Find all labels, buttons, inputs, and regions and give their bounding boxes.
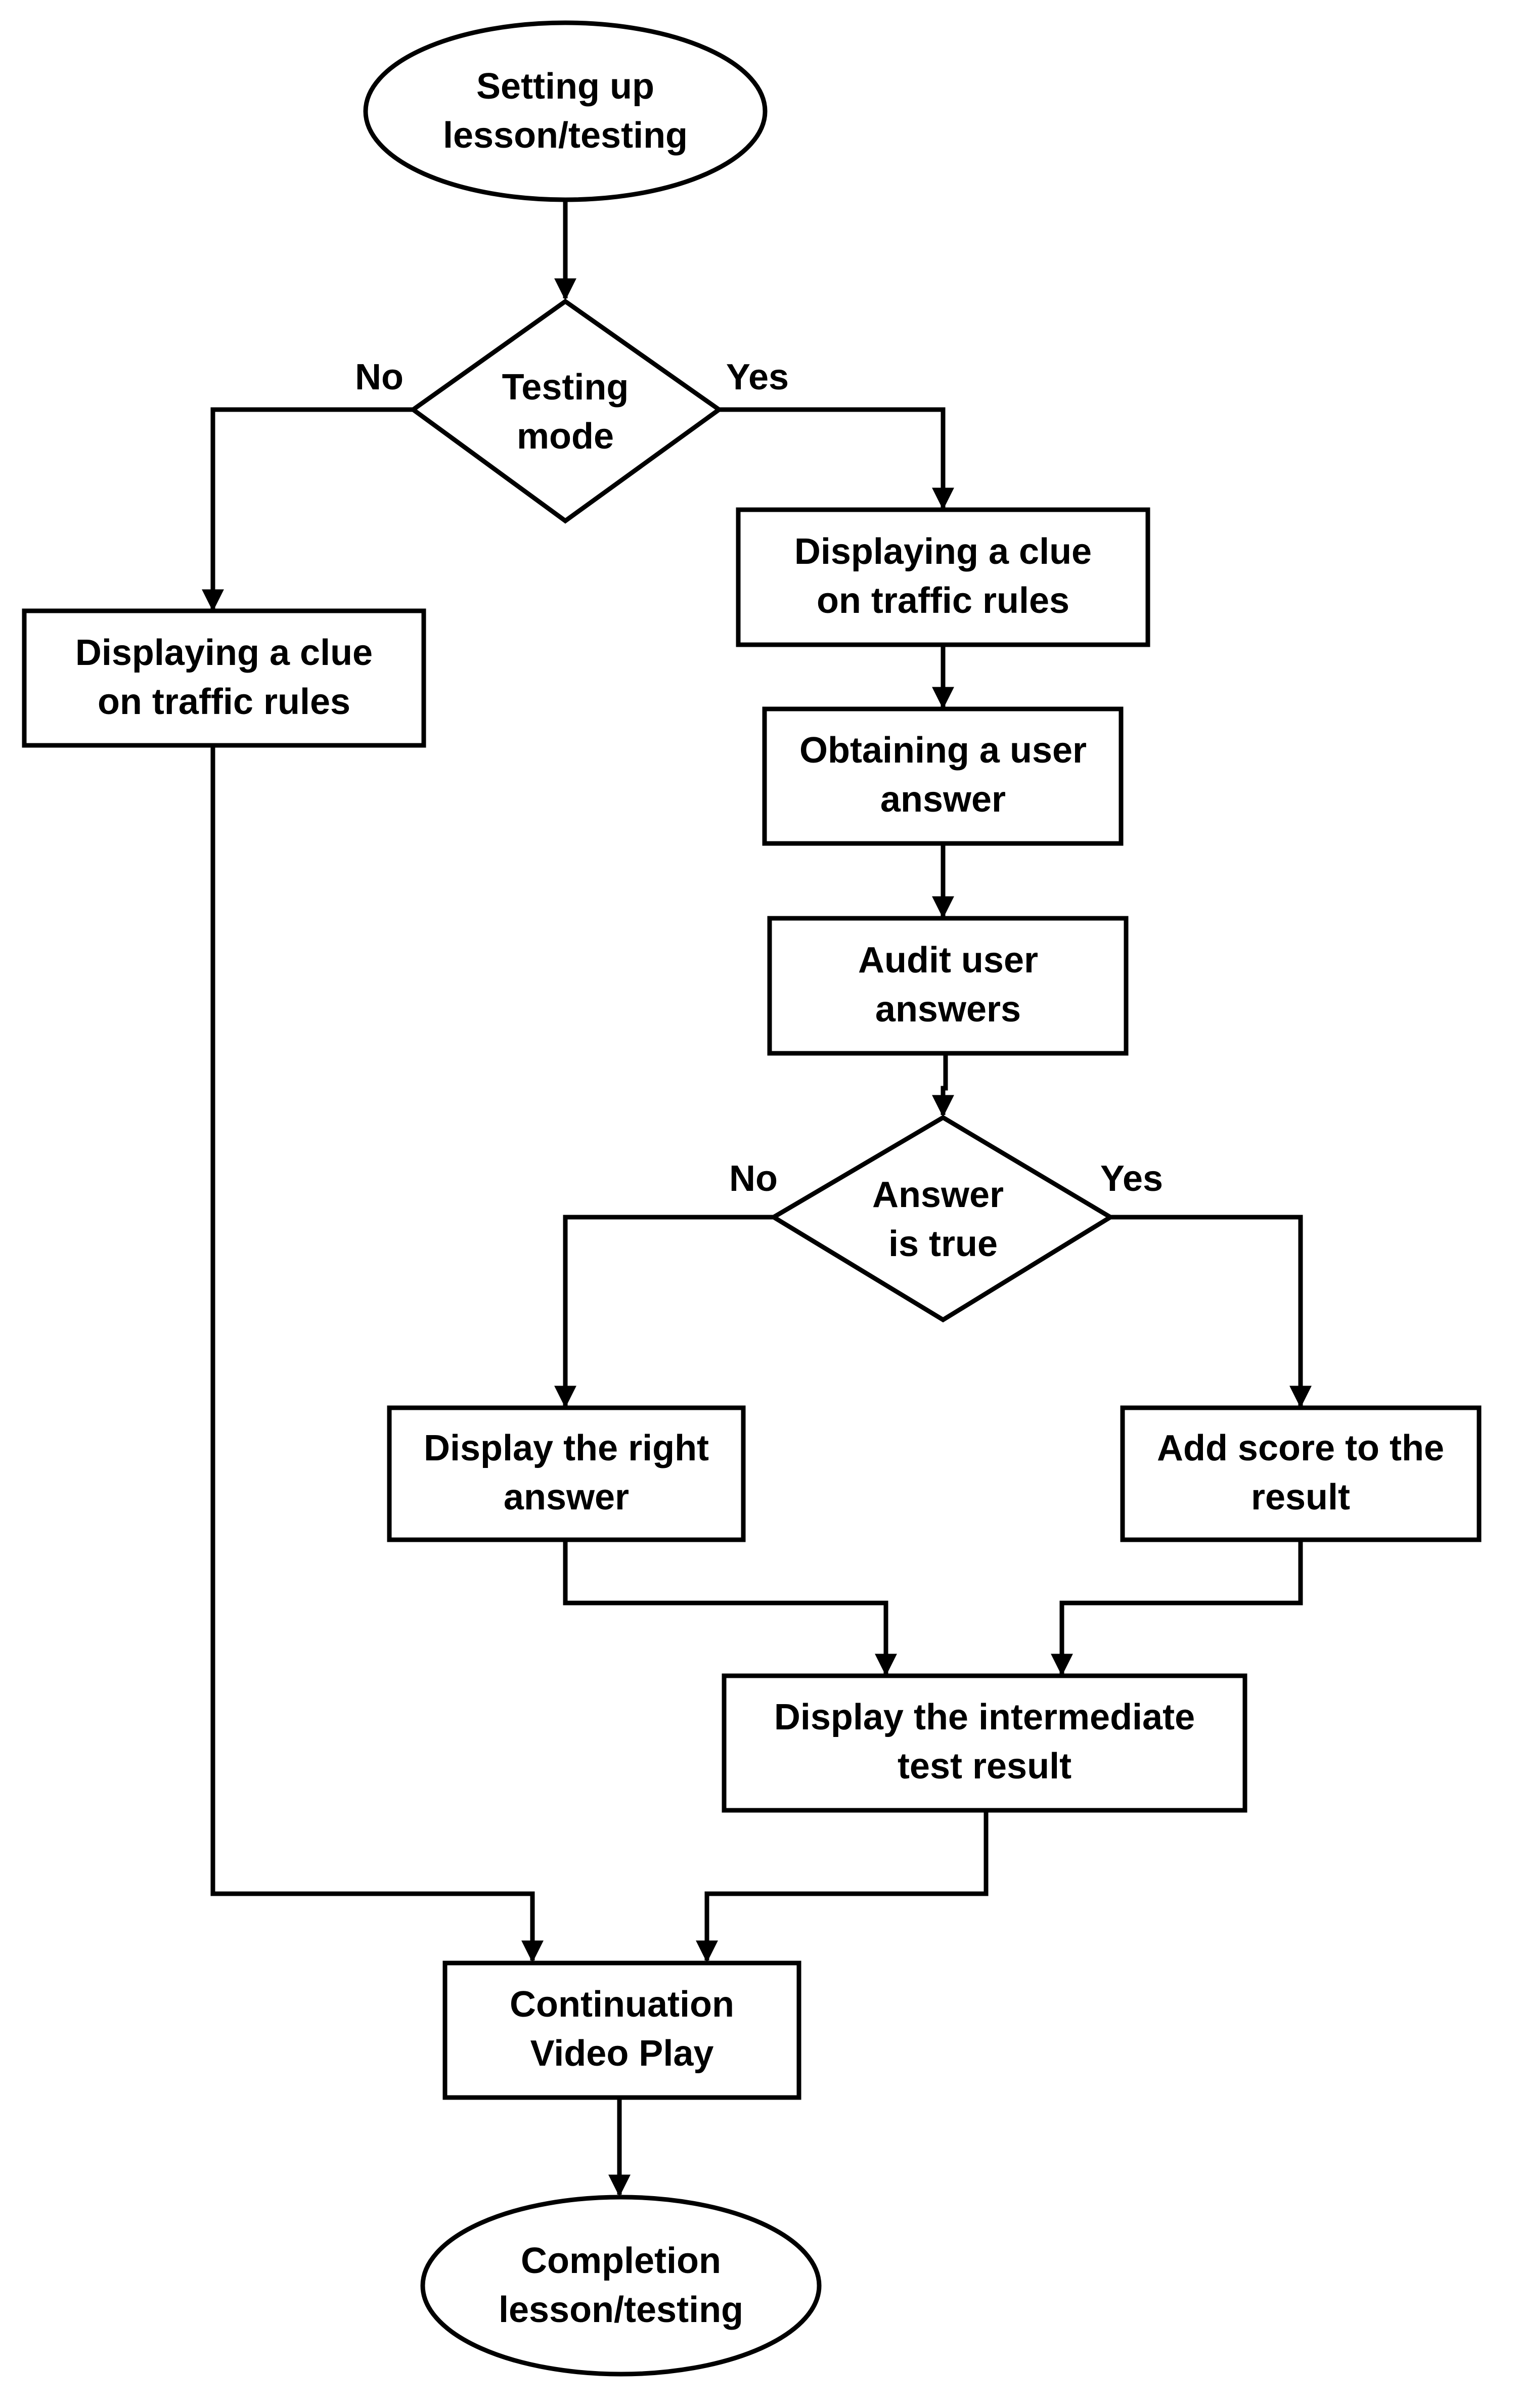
obtain-answer-line-1: Obtaining a user xyxy=(799,730,1087,771)
display-right-line-1: Display the right xyxy=(424,1428,709,1468)
edge-labels: No Yes No Yes xyxy=(355,357,1163,1199)
testing-yes-label: Yes xyxy=(726,357,789,397)
start-line-1: Setting up xyxy=(476,66,654,107)
right-clue-process: Displaying a clue on traffic rules xyxy=(736,507,1150,647)
intermediate-line-2: test result xyxy=(898,1746,1071,1787)
intermediate-line-1: Display the intermediate xyxy=(774,1697,1195,1737)
right-clue-line-1: Displaying a clue xyxy=(794,531,1092,572)
completion-line-1: Completion xyxy=(521,2241,721,2281)
arrow-left-clue-to-continuation xyxy=(210,745,544,1963)
completion-line-2: lesson/testing xyxy=(499,2290,743,2330)
continuation-line-2: Video Play xyxy=(530,2033,714,2074)
display-right-line-2: answer xyxy=(504,1477,629,1518)
arrow-intermediate-to-continuation xyxy=(696,1810,989,1963)
testing-no-label: No xyxy=(355,357,404,397)
start-line-2: lesson/testing xyxy=(443,115,688,156)
audit-process: Audit user answers xyxy=(767,916,1129,1056)
testing-mode-decision: Testing mode xyxy=(409,298,723,524)
arrow-audit-to-answer xyxy=(932,1053,954,1118)
continuation-process: Continuation Video Play xyxy=(442,1960,801,2100)
connectors xyxy=(202,200,1312,2197)
arrow-display-right-to-intermediate xyxy=(563,1540,897,1676)
answer-yes-label: Yes xyxy=(1100,1158,1163,1199)
audit-line-1: Audit user xyxy=(858,940,1038,980)
continuation-line-1: Continuation xyxy=(510,1984,734,2025)
audit-line-2: answers xyxy=(875,989,1021,1030)
answer-true-line-2: is true xyxy=(888,1224,998,1264)
add-score-line-2: result xyxy=(1251,1477,1350,1518)
arrow-testing-yes-to-right-clue xyxy=(719,407,954,510)
answer-no-label: No xyxy=(729,1158,778,1199)
left-clue-process: Displaying a clue on traffic rules xyxy=(22,608,426,748)
obtain-answer-process: Obtaining a user answer xyxy=(762,706,1124,846)
intermediate-result-process: Display the intermediate test result xyxy=(722,1673,1247,1813)
answer-true-line-1: Answer xyxy=(872,1175,1004,1215)
arrow-testing-no-to-left-clue xyxy=(202,407,413,612)
start-terminal: Setting up lesson/testing xyxy=(363,20,768,202)
add-score-line-1: Add score to the xyxy=(1157,1428,1444,1468)
left-clue-line-2: on traffic rules xyxy=(98,682,350,722)
nodes: Setting up lesson/testing Testing mode D… xyxy=(22,20,1482,2377)
arrow-answer-yes-to-add-score xyxy=(1110,1215,1312,1408)
left-clue-line-1: Displaying a clue xyxy=(75,633,373,673)
right-clue-line-2: on traffic rules xyxy=(817,581,1069,621)
arrow-add-score-to-intermediate xyxy=(1051,1540,1303,1676)
obtain-answer-line-2: answer xyxy=(880,779,1006,820)
testing-mode-line-1: Testing xyxy=(502,367,629,408)
answer-true-decision: Answer is true xyxy=(769,1114,1115,1323)
add-score-process: Add score to the result xyxy=(1120,1405,1482,1542)
completion-terminal: Completion lesson/testing xyxy=(420,2195,822,2377)
testing-mode-line-2: mode xyxy=(517,416,614,457)
arrow-answer-no-to-display-right xyxy=(554,1215,774,1408)
display-right-answer-process: Display the right answer xyxy=(387,1405,746,1542)
